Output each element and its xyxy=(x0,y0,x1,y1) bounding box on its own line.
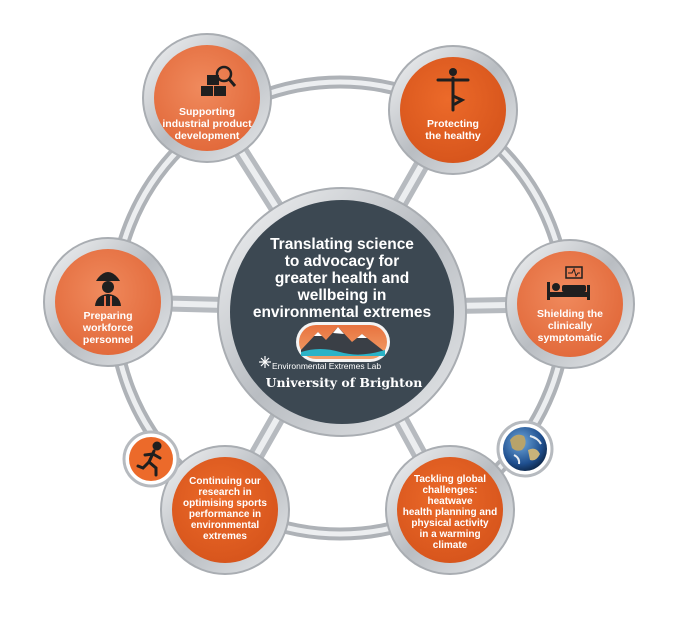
center-title: Translating science to advocacy for grea… xyxy=(252,236,432,321)
node-label-shielding-the-clinically-symptomatic: Shielding the clinically symptomatic xyxy=(537,308,603,344)
hospital-bed-icon xyxy=(547,266,590,300)
product-inspection-icon xyxy=(201,65,237,96)
mountain-logo xyxy=(296,322,390,362)
node-5-circle xyxy=(160,445,290,575)
lab-star-icon xyxy=(259,356,271,368)
node-label-continuing-our-research: Continuing our research in optimising sp… xyxy=(183,476,267,542)
lab-name: Environmental Extremes Lab xyxy=(272,361,382,371)
node-label-protecting-the-healthy: Protecting the healthy xyxy=(425,118,481,142)
node-label-tackling-global-challenges: Tackling global challenges: heatwave hea… xyxy=(402,474,498,551)
node-3-circle xyxy=(505,239,635,369)
node-label-preparing-workforce-personnel: Preparing workforce personnel xyxy=(82,310,134,346)
hard-hat-worker-icon xyxy=(95,272,121,306)
running-person-icon xyxy=(122,430,180,488)
earth-globe-icon xyxy=(496,420,554,478)
node-1-circle xyxy=(142,33,272,163)
node-label-supporting-industrial-product-development: Supporting industrial product developmen… xyxy=(162,106,252,142)
node-4-circle xyxy=(385,445,515,575)
yoga-pose-icon xyxy=(436,68,470,112)
center-circle xyxy=(217,187,467,437)
university-name: University of Brighton xyxy=(265,375,423,390)
